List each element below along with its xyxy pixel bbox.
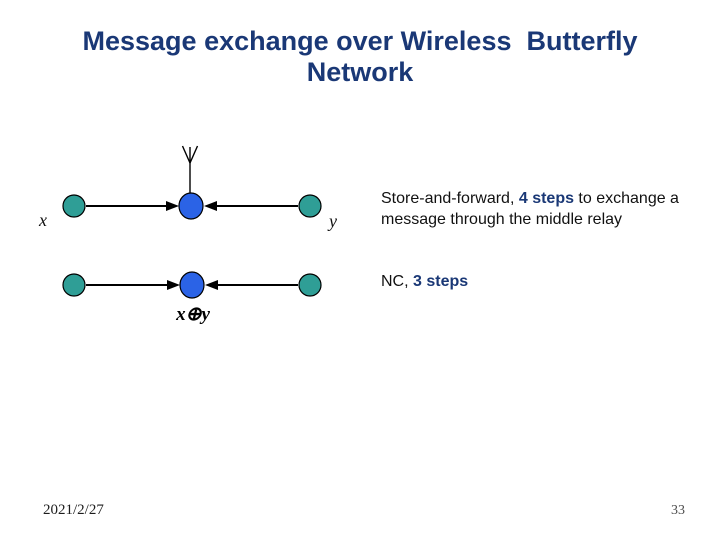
- label-xor: x⊕y: [175, 304, 210, 325]
- butterfly-network-diagram: x y x⊕y: [38, 145, 337, 325]
- arrowhead-right-row2: [205, 280, 218, 290]
- store-and-forward-note: Store-and-forward, 4 steps to exchange a…: [381, 188, 686, 230]
- relay-node-bottom: [179, 271, 205, 299]
- sf-note-suffix: to exchange a message through the middle…: [381, 190, 679, 228]
- source-node-x: [62, 194, 86, 218]
- node-right-row2: [298, 273, 322, 297]
- antenna-icon: [181, 145, 199, 193]
- slide-title-line1: Message exchange over Wireless Butterfly: [82, 26, 638, 56]
- node-left-row2: [62, 273, 86, 297]
- slide-date: 2021/2/27: [43, 502, 104, 518]
- label-y: y: [327, 211, 337, 231]
- arrowhead-left-row2: [167, 280, 180, 290]
- relay-node-top: [178, 192, 204, 220]
- sf-note-prefix: Store-and-forward,: [381, 190, 519, 207]
- nc-note-highlight: 3 steps: [413, 273, 469, 290]
- source-node-y: [298, 194, 322, 218]
- sf-note-highlight: 4 steps: [518, 190, 574, 207]
- network-coding-note: NC, 3 steps: [381, 271, 686, 292]
- arrowhead-x-to-relay: [166, 201, 179, 211]
- nc-note-prefix: NC,: [381, 273, 413, 290]
- slide-title-line2: Network: [306, 57, 414, 87]
- label-x: x: [38, 210, 47, 230]
- page-number: 33: [671, 503, 685, 518]
- arrowhead-y-to-relay: [204, 201, 217, 211]
- slide-title: Message exchange over Wireless Butterfly…: [0, 26, 720, 88]
